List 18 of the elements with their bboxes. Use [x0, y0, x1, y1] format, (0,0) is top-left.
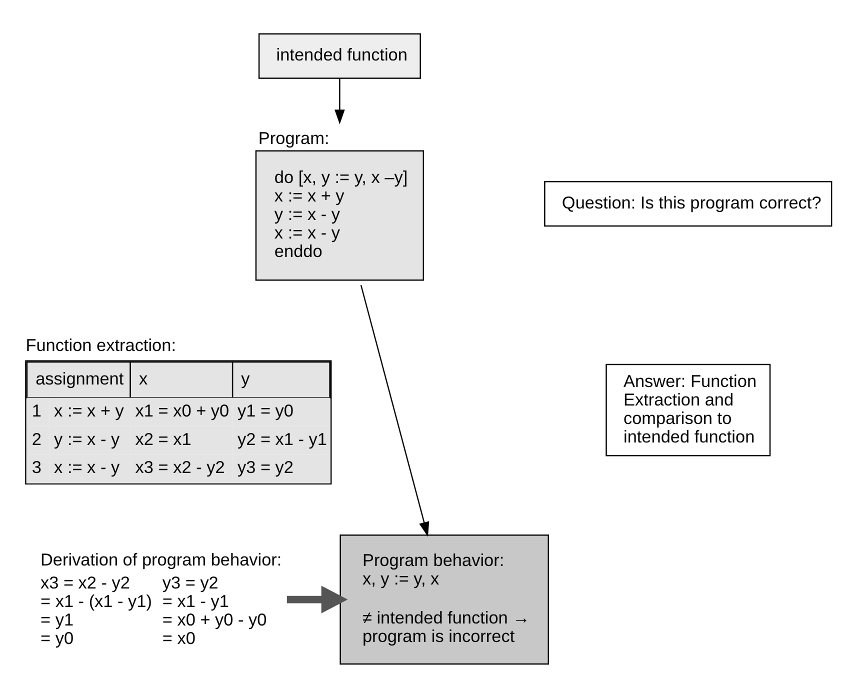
label: y := x - y — [54, 428, 120, 449]
label: x — [139, 368, 148, 388]
label: x := x + y — [54, 400, 124, 420]
label: 1 — [32, 400, 42, 420]
label: y1 = y0 — [238, 400, 294, 420]
label: y2 = x1 - y1 — [238, 428, 327, 449]
label: assignment — [36, 368, 124, 388]
label: 2 — [32, 428, 42, 449]
label: y3 = y2 — [238, 457, 294, 478]
label: x := x - y — [54, 457, 120, 478]
label: x3 = x2 - y2 — [135, 457, 225, 478]
label: x2 = x1 — [135, 428, 192, 449]
label: x1 = x0 + y0 — [135, 400, 230, 420]
label: 3 — [32, 457, 42, 478]
node-text: Derivation of program behavior: x3 = x2 - y2 = x1 - (x1 - y1) = y1 = y0 y3 = y2 = x1 - y1 = x0 + y0 - y0 = x0 — [40, 549, 282, 648]
label: Function extraction: — [26, 335, 176, 356]
label: y — [241, 368, 250, 388]
node-label: Program: — [258, 128, 330, 148]
